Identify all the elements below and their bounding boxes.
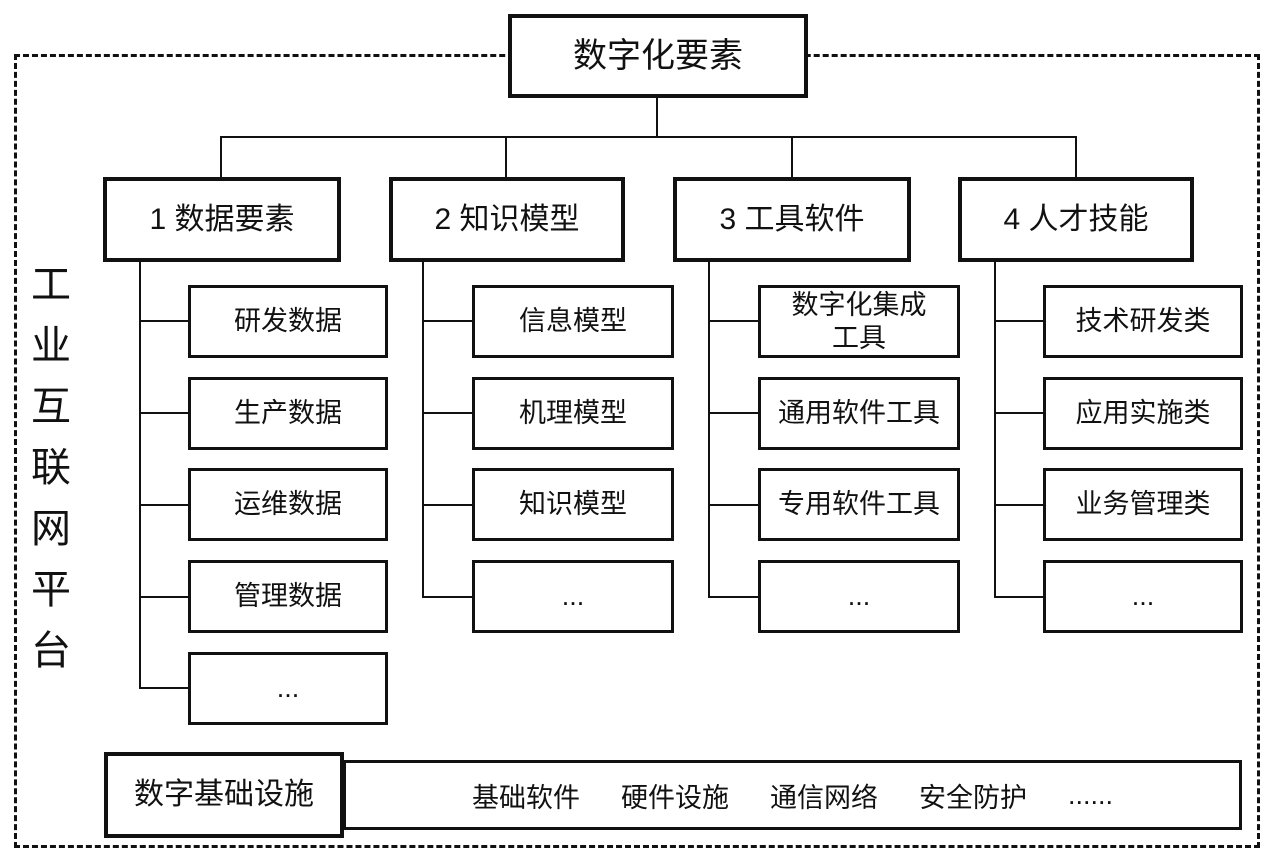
connector-root-drop [656, 98, 658, 137]
connector-b1-stub-2 [139, 412, 188, 414]
infrastructure-item: 通信网络 [769, 782, 878, 813]
branch-4-child-4: ... [1043, 560, 1243, 633]
infrastructure-item: 基础软件 [471, 782, 580, 813]
root-node: 数字化要素 [508, 14, 808, 98]
branch-3-node: 3 工具软件 [673, 177, 911, 262]
infrastructure-item: 安全防护 [918, 782, 1027, 813]
branch-3-child-2: 通用软件工具 [758, 377, 960, 450]
branch-3-child-4: ... [758, 560, 960, 633]
connector-b2-stub-3 [422, 504, 472, 506]
connector-branch-2-drop [505, 136, 507, 177]
branch-4-node: 4 人才技能 [958, 177, 1194, 262]
connector-branch-2-spine [422, 262, 424, 597]
connector-main-horizontal [220, 136, 1077, 138]
infrastructure-item: ...... [1067, 779, 1113, 810]
connector-b4-stub-2 [994, 412, 1043, 414]
platform-boundary [14, 54, 1260, 848]
connector-b4-stub-4 [994, 596, 1043, 598]
connector-b3-stub-2 [708, 412, 758, 414]
branch-3-child-3: 专用软件工具 [758, 468, 960, 541]
branch-4-child-2: 应用实施类 [1043, 377, 1243, 450]
connector-b1-stub-1 [139, 320, 188, 322]
connector-branch-1-spine [139, 262, 141, 689]
branch-1-child-1: 研发数据 [188, 285, 388, 358]
infrastructure-label-node: 数字基础设施 [104, 752, 344, 838]
connector-branch-4-spine [994, 262, 996, 597]
branch-1-node: 1 数据要素 [103, 177, 341, 262]
infrastructure-item: 硬件设施 [620, 782, 729, 813]
branch-4-child-1: 技术研发类 [1043, 285, 1243, 358]
branch-4-child-3: 业务管理类 [1043, 468, 1243, 541]
branch-2-child-4: ... [472, 560, 674, 633]
branch-2-node: 2 知识模型 [389, 177, 625, 262]
branch-2-child-2: 机理模型 [472, 377, 674, 450]
connector-b4-stub-3 [994, 504, 1043, 506]
branch-2-child-1: 信息模型 [472, 285, 674, 358]
connector-b1-stub-5 [139, 687, 188, 689]
branch-1-child-5: ... [188, 652, 388, 725]
branch-1-child-4: 管理数据 [188, 560, 388, 633]
connector-b4-stub-1 [994, 320, 1043, 322]
connector-branch-3-drop [791, 136, 793, 177]
connector-b3-stub-1 [708, 320, 758, 322]
infrastructure-bar: 基础软件 硬件设施 通信网络 安全防护 ...... [343, 760, 1242, 830]
connector-branch-4-drop [1075, 136, 1077, 177]
branch-1-child-2: 生产数据 [188, 377, 388, 450]
branch-1-child-3: 运维数据 [188, 468, 388, 541]
branch-2-child-3: 知识模型 [472, 468, 674, 541]
connector-branch-1-drop [220, 136, 222, 177]
platform-label: 工业互联网平台 [25, 263, 69, 690]
connector-branch-3-spine [708, 262, 710, 597]
connector-b3-stub-3 [708, 504, 758, 506]
connector-b1-stub-3 [139, 504, 188, 506]
connector-b2-stub-2 [422, 412, 472, 414]
connector-b2-stub-4 [422, 596, 472, 598]
connector-b3-stub-4 [708, 596, 758, 598]
branch-3-child-1: 数字化集成工具 [758, 285, 960, 358]
connector-b2-stub-1 [422, 320, 472, 322]
connector-b1-stub-4 [139, 596, 188, 598]
